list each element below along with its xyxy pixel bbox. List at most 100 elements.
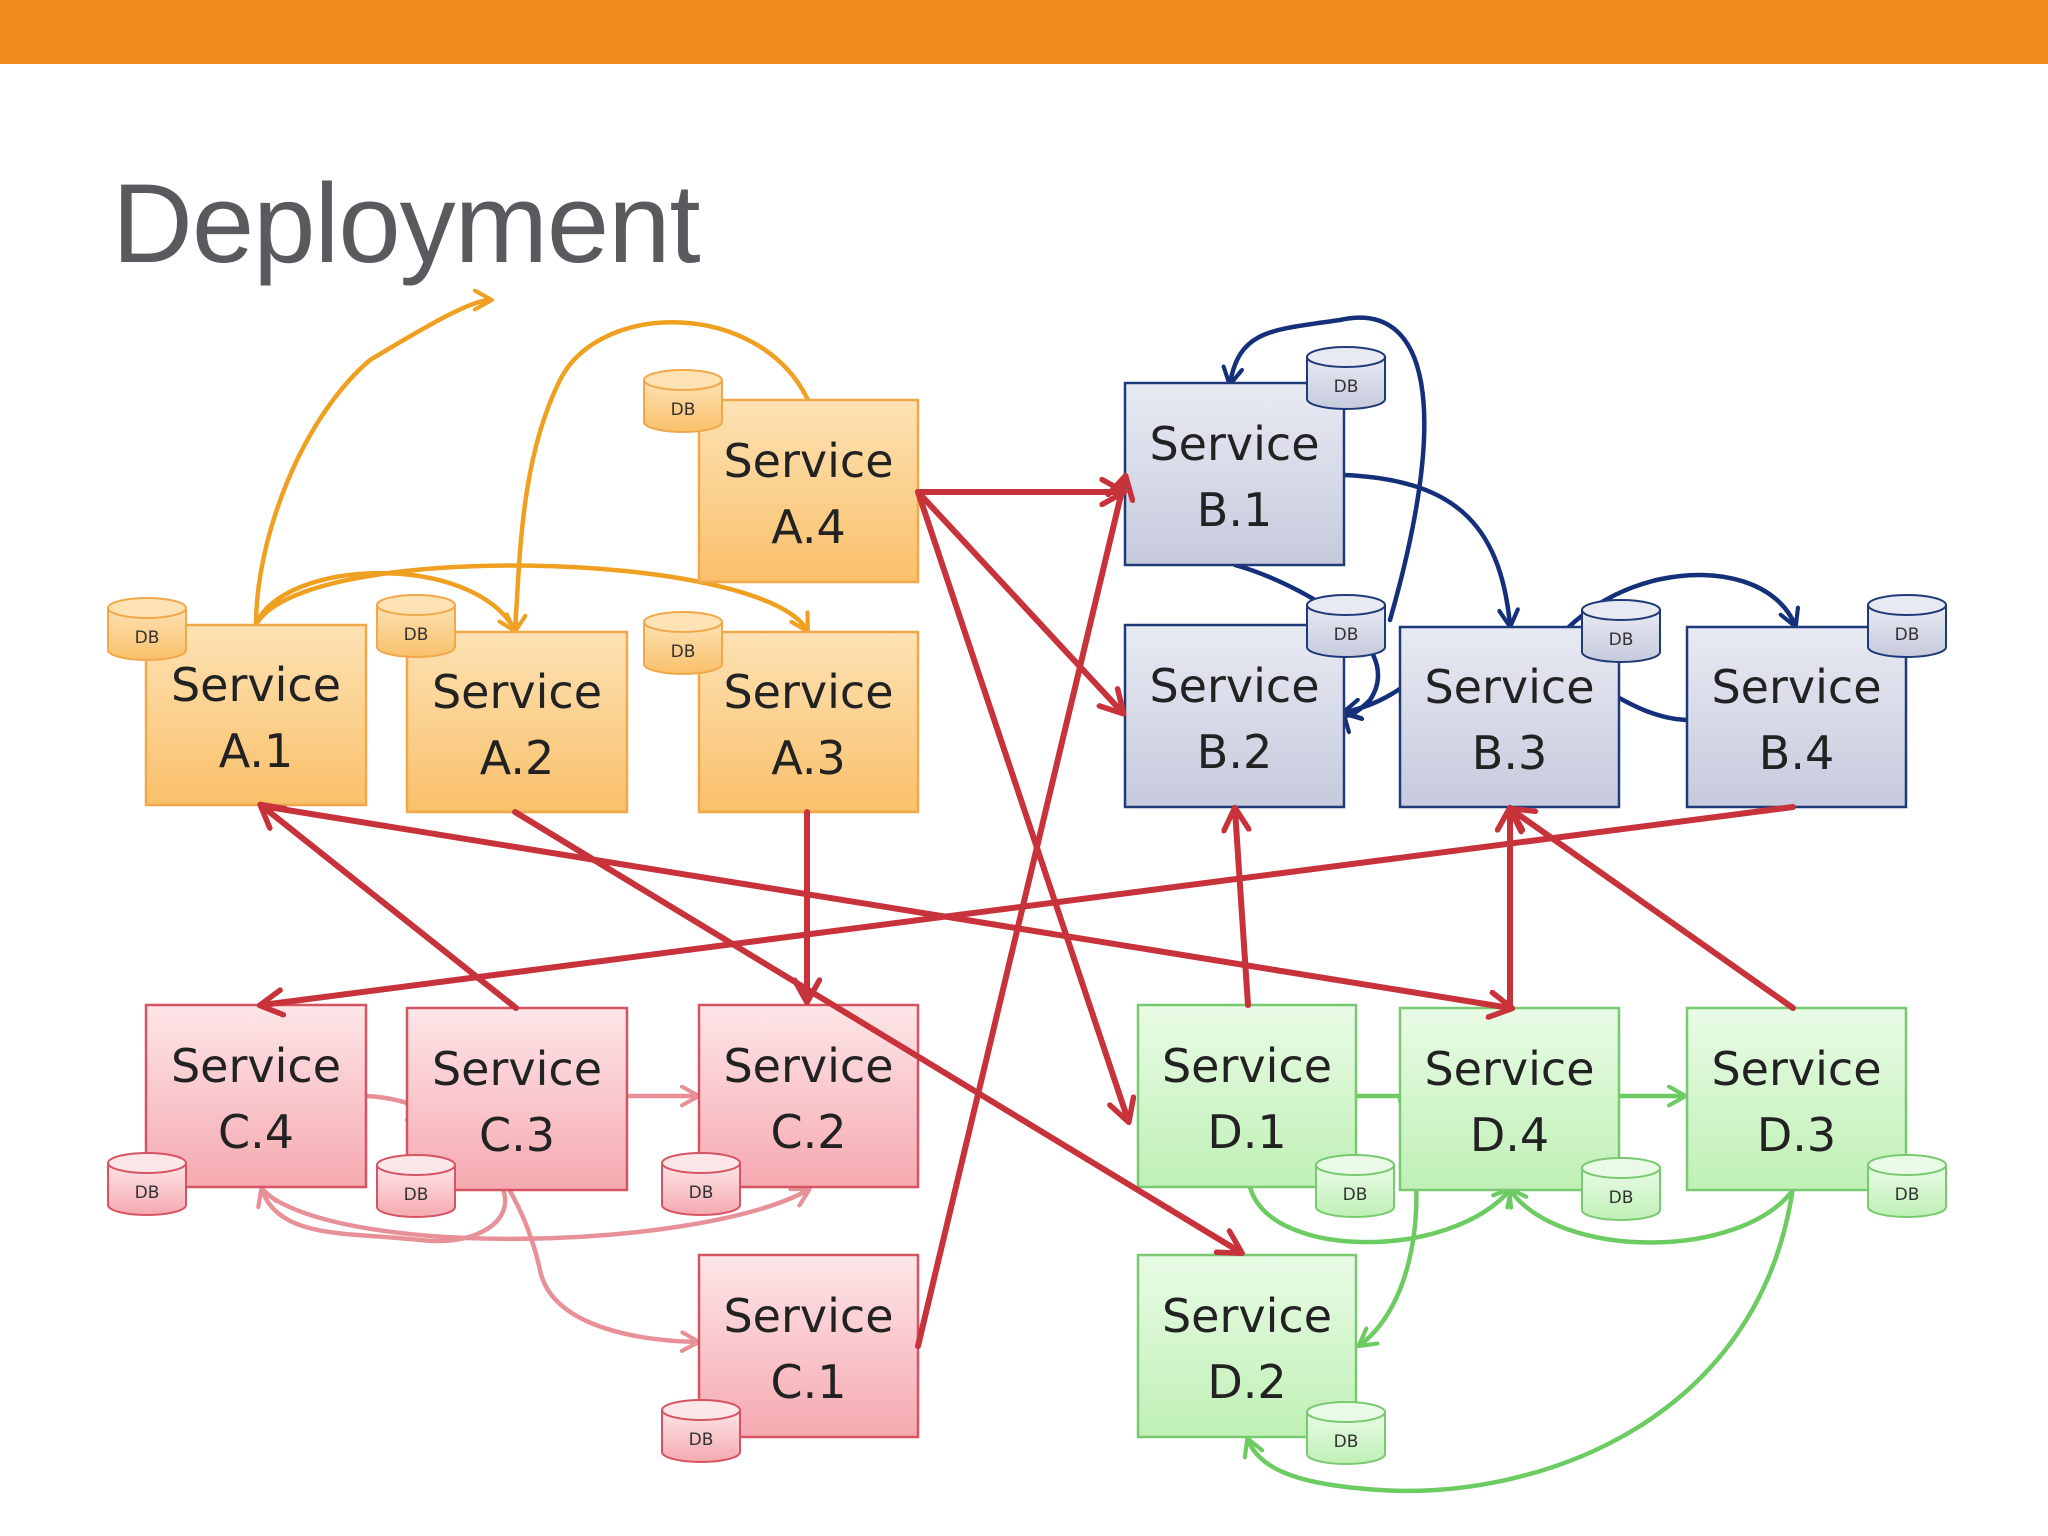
service-label-d4: Service xyxy=(1424,1042,1594,1096)
connection-a4-to-b2 xyxy=(915,489,1122,712)
service-label-b4: Service xyxy=(1711,660,1881,714)
database-icon: DB xyxy=(1306,1401,1386,1465)
connection-a4-to-d1 xyxy=(915,489,1128,1120)
service-box-d4 xyxy=(1398,1006,1621,1192)
connection-d3-to-d4 xyxy=(1510,1190,1796,1245)
service-box-d3 xyxy=(1685,1006,1908,1192)
service-id-c2: C.2 xyxy=(770,1105,846,1159)
service-id-a1: A.1 xyxy=(219,724,294,778)
database-icon: DB xyxy=(1867,594,1947,658)
database-label: DB xyxy=(1609,630,1634,650)
database-icon: DB xyxy=(107,1152,187,1216)
service-box-c4 xyxy=(144,1003,368,1189)
connection-c4-to-c2 xyxy=(259,1190,808,1242)
service-label-c4: Service xyxy=(171,1039,341,1093)
database-label: DB xyxy=(135,628,160,648)
service-label-c3: Service xyxy=(432,1042,602,1096)
connection-c3-to-a1 xyxy=(262,806,519,1011)
service-label-d3: Service xyxy=(1711,1042,1881,1096)
database-icon: DB xyxy=(643,611,723,675)
service-box-a2 xyxy=(405,630,629,814)
service-label-a2: Service xyxy=(432,665,602,719)
service-label-d2: Service xyxy=(1162,1289,1332,1343)
service-id-a2: A.2 xyxy=(480,731,555,785)
connection-b4-to-c4 xyxy=(262,804,1796,1005)
database-label: DB xyxy=(1334,377,1359,397)
connection-d1-to-d4 xyxy=(1247,1184,1510,1245)
database-icon: DB xyxy=(661,1399,741,1463)
database-label: DB xyxy=(1609,1188,1634,1208)
connection-b1-to-b3 xyxy=(1342,472,1510,625)
service-id-a4: A.4 xyxy=(771,500,846,554)
database-icon: DB xyxy=(643,369,723,433)
service-id-c3: C.3 xyxy=(479,1108,555,1162)
database-icon: DB xyxy=(1306,346,1386,410)
database-icon: DB xyxy=(1867,1154,1947,1218)
connection-d1-to-b2 xyxy=(1235,810,1248,1008)
service-id-b4: B.4 xyxy=(1759,726,1834,780)
connection-a1-to-d4 xyxy=(259,803,1510,1008)
service-label-c2: Service xyxy=(723,1039,893,1093)
connection-a4-to-a2 xyxy=(515,320,811,630)
database-icon: DB xyxy=(1315,1154,1395,1218)
database-label: DB xyxy=(404,1185,429,1205)
service-id-b2: B.2 xyxy=(1197,725,1272,779)
service-id-c1: C.1 xyxy=(770,1355,846,1409)
database-label: DB xyxy=(135,1183,160,1203)
service-label-b3: Service xyxy=(1424,660,1594,714)
service-label-a1: Service xyxy=(171,658,341,712)
database-label: DB xyxy=(671,642,696,662)
service-id-d2: D.2 xyxy=(1207,1355,1286,1409)
service-box-b1 xyxy=(1123,381,1346,567)
service-id-d3: D.3 xyxy=(1757,1108,1836,1162)
slide-header-bar xyxy=(0,0,2048,64)
database-label: DB xyxy=(1895,1185,1920,1205)
service-label-c1: Service xyxy=(723,1289,893,1343)
connection-a1-to-a3 xyxy=(253,563,807,630)
database-icon: DB xyxy=(661,1152,741,1216)
database-icon: DB xyxy=(376,1154,456,1218)
database-label: DB xyxy=(689,1183,714,1203)
service-box-a3 xyxy=(697,630,920,814)
service-id-b3: B.3 xyxy=(1472,726,1547,780)
database-icon: DB xyxy=(1581,599,1661,663)
database-icon: DB xyxy=(376,594,456,658)
service-box-b4 xyxy=(1685,625,1908,809)
database-label: DB xyxy=(1343,1185,1368,1205)
service-id-c4: C.4 xyxy=(218,1105,294,1159)
database-label: DB xyxy=(1334,625,1359,645)
service-box-b3 xyxy=(1398,625,1621,809)
connection-c1-to-b1 xyxy=(915,478,1125,1349)
connection-a2-to-d2 xyxy=(512,809,1240,1252)
service-label-b2: Service xyxy=(1149,659,1319,713)
service-id-a3: A.3 xyxy=(771,731,846,785)
database-icon: DB xyxy=(1581,1157,1661,1221)
connection-d3-to-d2 xyxy=(1248,1184,1796,1494)
service-label-a4: Service xyxy=(723,434,893,488)
service-box-d1 xyxy=(1136,1003,1358,1189)
database-icon: DB xyxy=(1306,594,1386,658)
connection-b1-to-b1 xyxy=(1230,315,1427,623)
service-box-a4 xyxy=(697,398,920,584)
database-icon: DB xyxy=(107,597,187,661)
database-label: DB xyxy=(404,625,429,645)
connection-d3-to-b3 xyxy=(1512,810,1796,1011)
service-id-b1: B.1 xyxy=(1197,483,1272,537)
database-label: DB xyxy=(1334,1432,1359,1452)
connection-a1-to-a4 xyxy=(253,300,490,628)
database-label: DB xyxy=(671,400,696,420)
service-label-a3: Service xyxy=(723,665,893,719)
